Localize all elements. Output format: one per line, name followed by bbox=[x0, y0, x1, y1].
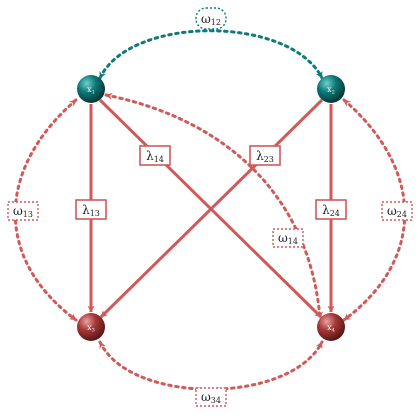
edge-label-lambda23: λ23 bbox=[249, 145, 281, 166]
node-x1: x1 bbox=[77, 75, 105, 103]
edge-label-lambda13: λ13 bbox=[75, 199, 107, 220]
svg-text:λ23: λ23 bbox=[256, 149, 274, 164]
edge-label-lambda24: λ24 bbox=[315, 199, 347, 220]
node-x4: x4 bbox=[317, 313, 345, 341]
covariance-label-omega13: ω13 bbox=[7, 201, 39, 221]
edge-label-lambda14: λ14 bbox=[139, 145, 171, 166]
covariance-label-omega12: ω12 bbox=[195, 7, 227, 30]
svg-text:x2: x2 bbox=[327, 85, 335, 96]
path-arrow-23 bbox=[99, 98, 324, 319]
svg-text:ω13: ω13 bbox=[13, 204, 33, 219]
svg-text:ω12: ω12 bbox=[201, 12, 221, 27]
covariance-arc-14 bbox=[104, 92, 323, 320]
svg-text:ω24: ω24 bbox=[387, 204, 407, 219]
svg-text:ω34: ω34 bbox=[201, 390, 221, 405]
svg-text:x4: x4 bbox=[327, 323, 335, 334]
covariance-arc-12 bbox=[98, 29, 324, 80]
svg-text:x1: x1 bbox=[87, 85, 95, 96]
svg-text:x3: x3 bbox=[87, 323, 95, 334]
svg-text:λ13: λ13 bbox=[82, 203, 100, 218]
covariance-label-omega34: ω34 bbox=[195, 387, 227, 407]
covariance-label-omega24: ω24 bbox=[381, 201, 413, 221]
svg-text:λ14: λ14 bbox=[146, 149, 164, 164]
svg-text:λ24: λ24 bbox=[322, 203, 340, 218]
svg-text:ω14: ω14 bbox=[278, 231, 298, 246]
covariance-arc-34 bbox=[98, 340, 324, 391]
node-x3: x3 bbox=[77, 313, 105, 341]
covariance-label-omega14: ω14 bbox=[272, 228, 304, 248]
node-x2: x2 bbox=[317, 75, 345, 103]
